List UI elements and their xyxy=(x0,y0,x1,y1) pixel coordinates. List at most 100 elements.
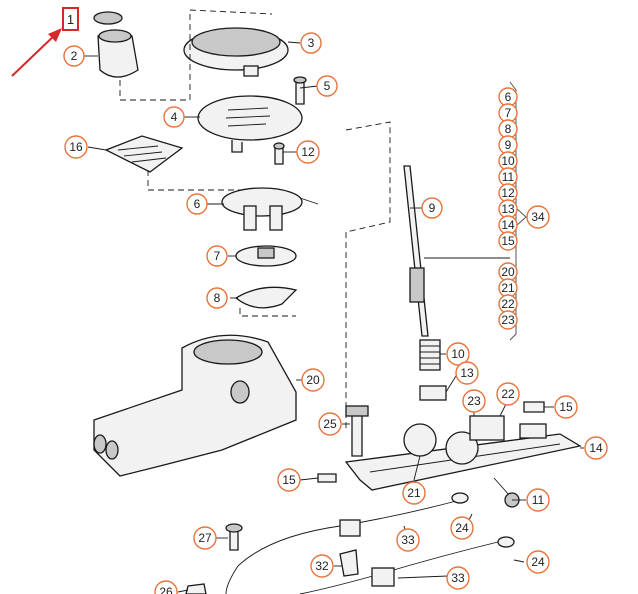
svg-text:8: 8 xyxy=(214,291,221,305)
callout-20: 20 xyxy=(301,368,325,392)
group-list-item-label: 22 xyxy=(501,297,515,311)
part-ring-inner xyxy=(191,27,281,57)
callout-4: 4 xyxy=(163,106,185,128)
callout-21: 21 xyxy=(402,481,426,505)
group-list-item-14: 14 xyxy=(498,215,518,235)
part-link-rod xyxy=(493,477,511,497)
group-list-item-20: 20 xyxy=(498,262,518,282)
svg-text:32: 32 xyxy=(315,559,329,573)
group-list-item-label: 20 xyxy=(501,265,515,279)
part-pivot-housing xyxy=(469,415,505,441)
part-spring-coils xyxy=(420,345,440,365)
part-console-opening xyxy=(193,339,263,365)
callout-12: 12 xyxy=(296,140,320,164)
part-base-plate xyxy=(234,286,298,309)
part-plate-slots xyxy=(225,107,271,127)
svg-text:25: 25 xyxy=(323,417,337,431)
part-console-hole xyxy=(230,380,250,404)
part-nut-26 xyxy=(185,583,207,594)
callout-32: 32 xyxy=(310,554,334,578)
group-list-item-15: 15 xyxy=(498,231,518,251)
callouts: 2 3 4 5 16 12 6 9 7 8 10 13 20 23 22 15 … xyxy=(63,32,608,594)
svg-text:15: 15 xyxy=(559,400,573,414)
part-screw-5-head xyxy=(293,76,307,84)
highlight-item-1: 1 xyxy=(11,7,79,77)
svg-text:26: 26 xyxy=(159,585,173,594)
svg-text:2: 2 xyxy=(71,49,78,63)
group-list-item-13: 13 xyxy=(498,199,518,219)
svg-text:33: 33 xyxy=(401,533,415,547)
group-list-item-label: 6 xyxy=(505,90,512,104)
highlight-label: 1 xyxy=(67,12,74,27)
callout-13: 13 xyxy=(455,361,479,385)
part-bolt-25-head xyxy=(345,405,369,417)
group-list-item-label: 21 xyxy=(501,281,515,295)
part-console xyxy=(93,334,297,477)
part-spring xyxy=(419,339,441,371)
group-list-item-label: 10 xyxy=(501,154,515,168)
group-list-item-label: 13 xyxy=(501,202,515,216)
group-list-item-label: 23 xyxy=(501,313,515,327)
svg-text:22: 22 xyxy=(501,387,515,401)
group-list-item-23: 23 xyxy=(498,310,518,330)
callout-6: 6 xyxy=(186,193,208,215)
callout-10: 10 xyxy=(446,342,470,366)
part-pivot-cap xyxy=(519,423,547,439)
svg-text:16: 16 xyxy=(69,140,83,154)
callout-5: 5 xyxy=(316,75,338,97)
svg-text:11: 11 xyxy=(532,493,545,507)
highlight-arrow-shaft xyxy=(11,31,59,77)
callout-15-upper: 15 xyxy=(554,395,578,419)
svg-text:5: 5 xyxy=(324,79,331,93)
svg-text:12: 12 xyxy=(301,145,315,159)
callout-24-upper: 24 xyxy=(450,516,474,540)
guide-base xyxy=(239,308,296,317)
svg-text:33: 33 xyxy=(451,571,465,585)
part-console-vent-2 xyxy=(105,440,119,460)
part-plate-leg xyxy=(231,140,243,153)
callout-7: 7 xyxy=(206,245,228,267)
callout-33-upper: 33 xyxy=(396,528,420,552)
group-34-connector xyxy=(515,207,527,227)
highlight-box xyxy=(62,7,79,31)
group-list-item-label: 15 xyxy=(501,234,515,248)
callout-22: 22 xyxy=(496,382,520,406)
svg-text:27: 27 xyxy=(198,531,212,545)
svg-text:9: 9 xyxy=(429,201,436,215)
part-cable-boot-upper xyxy=(339,519,361,537)
callout-14: 14 xyxy=(584,436,608,460)
part-cable-boot-lower xyxy=(371,567,395,587)
part-boot-plate xyxy=(197,95,303,141)
guide-lever-group xyxy=(345,121,391,430)
part-bearing-center xyxy=(257,247,275,259)
group-list-item-label: 9 xyxy=(505,138,512,152)
guide-gate xyxy=(147,170,262,191)
part-clip-32 xyxy=(339,549,359,577)
svg-text:4: 4 xyxy=(171,110,178,124)
part-housing xyxy=(221,187,303,217)
callout-16: 16 xyxy=(64,135,88,159)
group-list-item-label: 7 xyxy=(505,106,512,120)
svg-text:6: 6 xyxy=(194,197,201,211)
callout-33-lower: 33 xyxy=(446,566,470,590)
callout-27: 27 xyxy=(193,526,217,550)
svg-text:34: 34 xyxy=(531,210,545,224)
part-cable-upper xyxy=(225,499,461,594)
callout-24-lower: 24 xyxy=(526,550,550,574)
svg-text:14: 14 xyxy=(589,441,603,455)
part-bolt-15-lower xyxy=(317,473,337,483)
svg-text:20: 20 xyxy=(306,373,320,387)
part-bolt-15-upper xyxy=(523,401,545,413)
part-knob-top xyxy=(98,29,132,43)
group-list-item-label: 14 xyxy=(501,218,515,232)
part-housing-leg-left xyxy=(243,205,257,231)
svg-text:24: 24 xyxy=(455,521,469,535)
part-bolt-27 xyxy=(229,529,239,551)
group-list-item-7: 7 xyxy=(498,103,518,123)
callout-23: 23 xyxy=(462,389,486,413)
callout-34: 34 xyxy=(526,205,550,229)
guide-ring xyxy=(189,9,273,100)
callout-25: 25 xyxy=(318,412,342,436)
